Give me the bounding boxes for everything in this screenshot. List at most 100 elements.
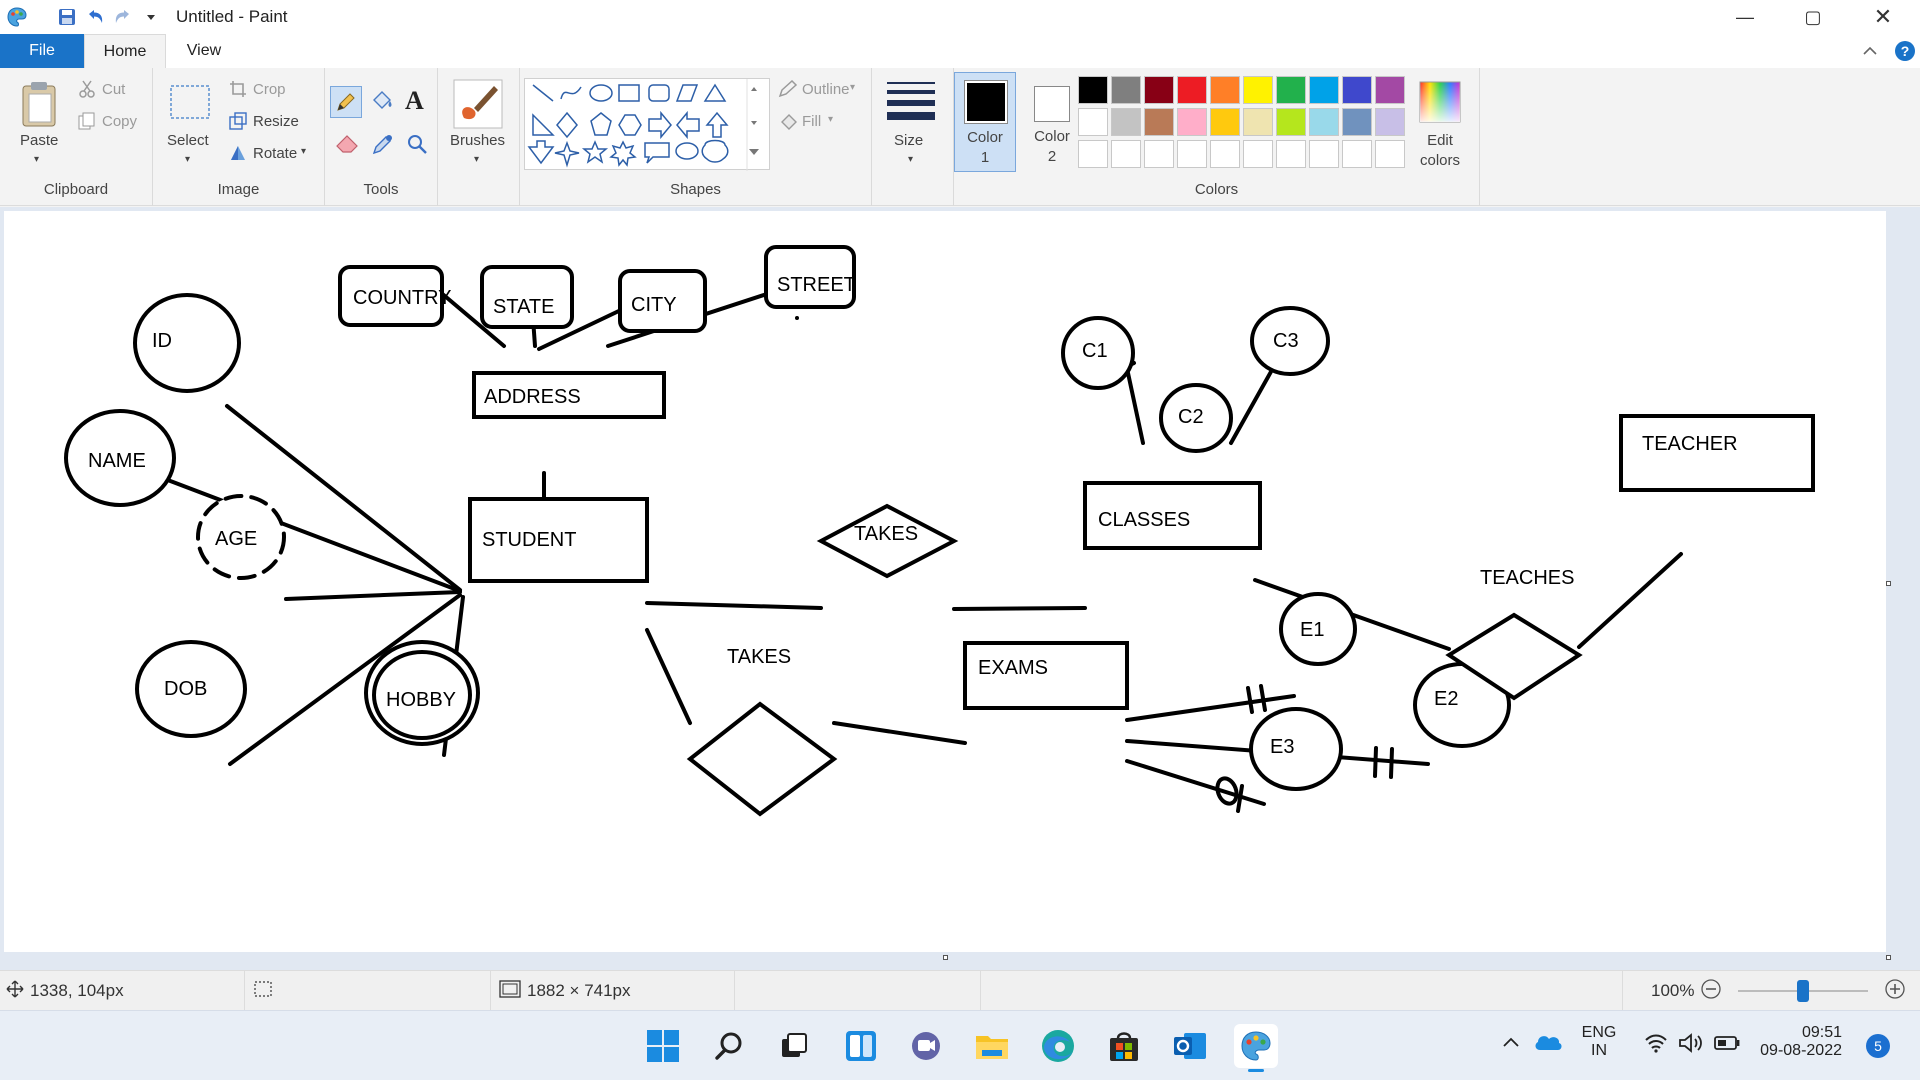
fill-button[interactable]: Fill [802, 113, 822, 130]
palette-swatch[interactable] [1144, 140, 1174, 168]
size-dropdown-icon[interactable]: ▾ [908, 154, 914, 165]
edit-colors-icon[interactable] [1418, 80, 1462, 129]
save-icon[interactable] [56, 6, 78, 28]
canvas-resize-handle-corner[interactable] [1886, 955, 1891, 960]
zoom-in-button[interactable] [1884, 978, 1906, 1005]
minimize-button[interactable]: — [1736, 6, 1754, 27]
drawing-canvas[interactable]: COUNTRY STATE CITY STREET ADDRESS ID NAM… [4, 211, 1886, 952]
clock[interactable]: 09:51 09-08-2022 [1752, 1024, 1842, 1060]
palette-swatch[interactable] [1276, 76, 1306, 104]
search-icon[interactable] [707, 1024, 751, 1068]
text-tool-icon[interactable]: A [405, 86, 424, 115]
customize-toolbar-chevron-icon[interactable] [140, 6, 162, 28]
teams-chat-icon[interactable] [904, 1024, 948, 1068]
palette-swatch[interactable] [1177, 140, 1207, 168]
copy-button[interactable]: Copy [102, 113, 138, 130]
widgets-icon[interactable] [839, 1024, 883, 1068]
palette-swatch[interactable] [1342, 76, 1372, 104]
paste-icon[interactable] [20, 80, 58, 133]
paste-dropdown-icon[interactable]: ▾ [34, 154, 40, 165]
crop-button[interactable]: Crop [253, 81, 286, 98]
zoom-slider[interactable] [1738, 980, 1869, 1002]
palette-swatch[interactable] [1276, 108, 1306, 136]
pencil-icon[interactable] [330, 86, 362, 118]
color-picker-icon[interactable] [371, 132, 395, 161]
select-icon[interactable] [169, 84, 211, 125]
color1-button[interactable]: Color 1 [954, 72, 1016, 172]
eraser-icon[interactable] [335, 132, 361, 159]
paste-button[interactable]: Paste [20, 132, 59, 149]
shapes-gallery[interactable] [524, 78, 770, 171]
palette-swatch[interactable] [1210, 76, 1240, 104]
redo-icon[interactable] [112, 6, 134, 28]
color2-button[interactable]: Color 2 [1024, 72, 1080, 172]
palette-swatch[interactable] [1309, 140, 1339, 168]
palette-swatch[interactable] [1309, 76, 1339, 104]
palette-swatch[interactable] [1243, 76, 1273, 104]
zoom-out-button[interactable] [1700, 978, 1722, 1005]
onedrive-cloud-icon[interactable] [1533, 1031, 1563, 1058]
palette-swatch[interactable] [1375, 108, 1405, 136]
palette-swatch[interactable] [1243, 108, 1273, 136]
palette-swatch[interactable] [1375, 140, 1405, 168]
volume-icon[interactable] [1678, 1033, 1704, 1058]
paint-taskbar-icon[interactable] [1234, 1024, 1278, 1072]
resize-button[interactable]: Resize [253, 113, 299, 130]
zoom-slider-thumb[interactable] [1797, 980, 1810, 1002]
wifi-icon[interactable] [1644, 1033, 1668, 1058]
palette-swatch[interactable] [1144, 108, 1174, 136]
edit-colors-label-2[interactable]: colors [1419, 152, 1460, 169]
tab-home[interactable]: Home [84, 34, 166, 68]
size-button[interactable]: Size [894, 132, 924, 149]
brushes-dropdown-icon[interactable]: ▾ [474, 154, 480, 165]
size-icon[interactable] [886, 80, 936, 125]
palette-swatch[interactable] [1276, 140, 1306, 168]
palette-swatch[interactable] [1309, 108, 1339, 136]
palette-swatch[interactable] [1111, 76, 1141, 104]
brush-icon[interactable] [452, 78, 504, 135]
outlook-icon[interactable] [1168, 1024, 1212, 1068]
close-button[interactable]: ✕ [1873, 4, 1893, 29]
palette-swatch[interactable] [1177, 76, 1207, 104]
notification-badge[interactable]: 5 [1866, 1034, 1890, 1058]
fill-dropdown-icon[interactable]: ▾ [828, 114, 834, 125]
select-button[interactable]: Select [167, 132, 209, 149]
palette-swatch[interactable] [1375, 76, 1405, 104]
file-explorer-icon[interactable] [970, 1024, 1014, 1068]
collapse-ribbon-chevron-icon[interactable] [1862, 43, 1878, 64]
palette-swatch[interactable] [1177, 108, 1207, 136]
magnifier-icon[interactable] [405, 132, 429, 161]
palette-swatch[interactable] [1243, 140, 1273, 168]
cut-button[interactable]: Cut [102, 81, 126, 98]
edit-colors-label[interactable]: Edit [1427, 132, 1453, 149]
rotate-button[interactable]: Rotate [253, 145, 298, 162]
undo-icon[interactable] [84, 6, 106, 28]
palette-swatch[interactable] [1111, 108, 1141, 136]
tab-file[interactable]: File [0, 34, 84, 68]
outline-button[interactable]: Outline [802, 81, 850, 98]
maximize-button[interactable]: ▢ [1804, 6, 1822, 27]
fill-bucket-icon[interactable] [369, 88, 395, 119]
canvas-workarea[interactable]: COUNTRY STATE CITY STREET ADDRESS ID NAM… [0, 207, 1920, 970]
palette-swatch[interactable] [1342, 108, 1372, 136]
canvas-resize-handle-bottom[interactable] [943, 955, 948, 960]
store-icon[interactable] [1102, 1024, 1146, 1068]
canvas-resize-handle-right[interactable] [1886, 581, 1891, 586]
palette-swatch[interactable] [1210, 108, 1240, 136]
palette-swatch[interactable] [1111, 140, 1141, 168]
palette-swatch[interactable] [1210, 140, 1240, 168]
palette-swatch[interactable] [1144, 76, 1174, 104]
outline-dropdown-icon[interactable]: ▾ [850, 82, 856, 93]
edge-browser-icon[interactable] [1036, 1024, 1080, 1068]
start-windows-icon[interactable] [641, 1024, 685, 1068]
palette-swatch[interactable] [1078, 140, 1108, 168]
task-view-icon[interactable] [772, 1024, 816, 1068]
battery-icon[interactable] [1714, 1035, 1740, 1056]
rotate-dropdown-icon[interactable]: ▾ [301, 146, 307, 157]
palette-swatch[interactable] [1078, 76, 1108, 104]
language-indicator[interactable]: ENG IN [1574, 1024, 1624, 1060]
brushes-button[interactable]: Brushes [450, 132, 506, 149]
show-hidden-icons-chevron-icon[interactable] [1502, 1035, 1520, 1054]
palette-swatch[interactable] [1078, 108, 1108, 136]
tab-view[interactable]: View [186, 42, 222, 59]
